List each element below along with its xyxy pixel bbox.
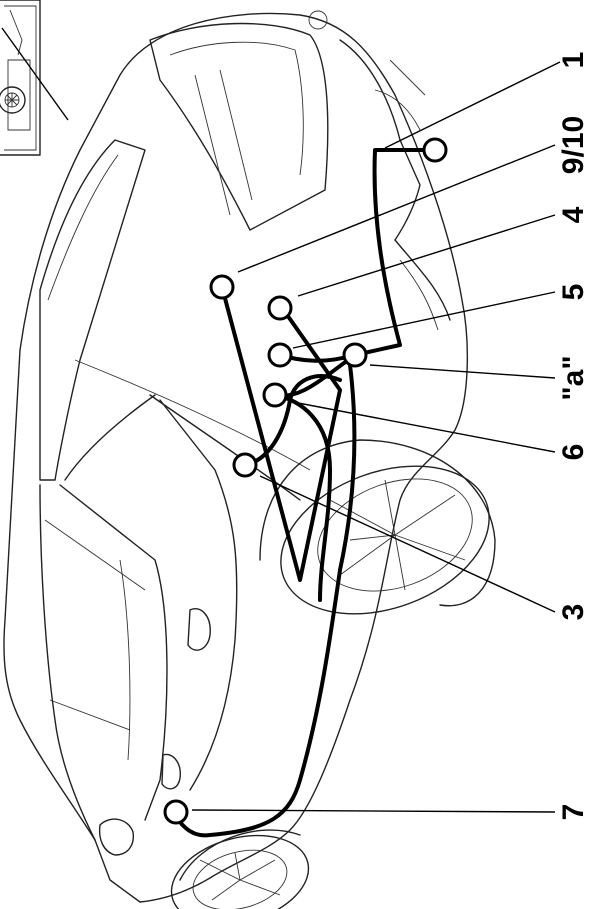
callout-4: 4 (557, 206, 590, 223)
connector-a (342, 342, 368, 368)
callout-a: "a" (557, 355, 590, 400)
connector-nodes (163, 137, 448, 825)
connector-4 (267, 295, 293, 321)
callout-9-10: 9/10 (557, 116, 590, 174)
car-outline (3, 10, 496, 909)
callout-labels: 1 9/10 4 5 "a" 6 3 7 (557, 52, 590, 821)
connector-5 (267, 342, 293, 368)
connector-1 (422, 137, 448, 163)
connector-6 (262, 382, 288, 408)
connector-9-10 (209, 274, 235, 300)
callout-7: 7 (557, 804, 590, 821)
wiring-harness (173, 148, 437, 838)
callout-5: 5 (557, 284, 590, 301)
callout-1: 1 (557, 52, 590, 69)
connector-3 (232, 452, 258, 478)
callout-3: 3 (557, 604, 590, 621)
leader-lines (191, 61, 561, 813)
inset-view (0, 0, 69, 156)
connector-7 (163, 799, 189, 825)
callout-6: 6 (557, 444, 590, 461)
